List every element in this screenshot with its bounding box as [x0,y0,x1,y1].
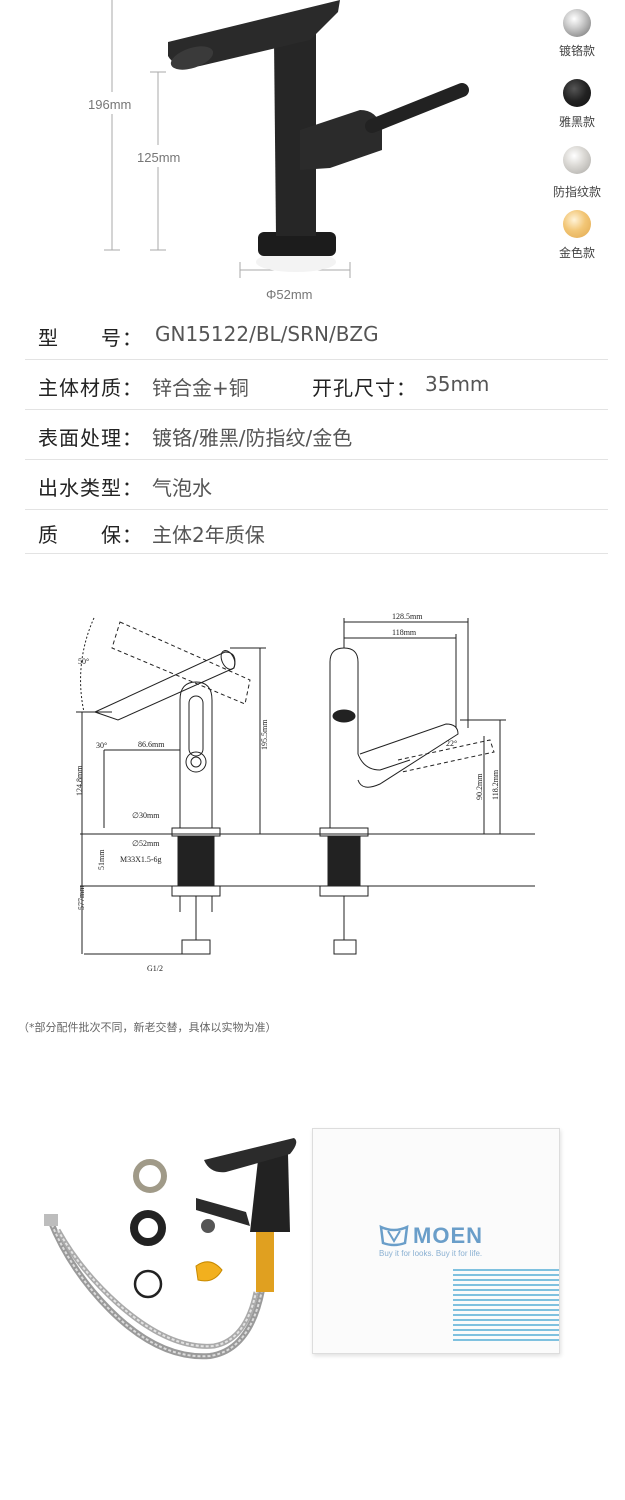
spec-material-label: 主体材质： [38,376,143,400]
dim-d-52: ∅52mm [132,839,160,848]
dim-d-30: ∅30mm [132,811,160,820]
technical-drawing: 50° 30° 86.6mm 195.5mm 124.8mm ∅30mm ∅52… [75,612,535,973]
dim-angle-30: 30° [96,741,107,750]
faucet-hero-illustration [103,0,469,278]
dim-thread: M33X1.5-6g [120,855,162,864]
swatch-chrome-label: 镀铬款 [558,44,595,58]
brand-name: MOEN [413,1223,483,1248]
base-diameter-label: Φ52mm [266,287,313,302]
spec-outlet-label: 出水类型： [38,476,143,500]
dim-len-86: 86.6mm [138,740,165,749]
swatch-antifingerprint-label: 防指纹款 [552,185,601,199]
swatch-gold-label: 金色款 [558,246,595,260]
moen-logo-icon [379,1224,409,1247]
spec-finish-value: 镀铬/雅黑/防指纹/金色 [152,426,353,450]
total-height-label: 196mm [88,97,132,112]
dim-h-195: 195.5mm [260,719,269,750]
spec-row-material: 主体材质： 锌合金+铜 开孔尺寸： 35mm [25,359,608,410]
swatch-black[interactable] [563,79,591,107]
brand-slogan: Buy it for looks. Buy it for life. [379,1249,483,1258]
swatch-chrome[interactable] [563,9,591,37]
box-stripes [453,1269,559,1341]
spec-finish-label: 表面处理： [38,426,143,450]
dim-w-118: 118mm [392,628,417,637]
spec-row-finish: 表面处理： 镀铬/雅黑/防指纹/金色 [25,409,608,460]
spec-warranty-label: 质 保： [38,523,143,547]
spec-hole-label: 开孔尺寸： [312,376,417,400]
swatch-gold[interactable] [563,210,591,238]
spec-row-outlet: 出水类型： 气泡水 [25,459,608,510]
spec-row-model: 型 号： GN15122/BL/SRN/BZG [25,309,608,360]
spec-warranty-value: 主体2年质保 [152,523,265,547]
spec-material-value: 锌合金+铜 [152,376,249,400]
dim-w-128: 128.5mm [392,612,423,621]
swatch-antifingerprint[interactable] [563,146,591,174]
dim-g12: G1/2 [147,964,163,973]
spec-model-label: 型 号： [38,326,143,350]
spec-outlet-value: 气泡水 [152,476,212,500]
dim-h-90: 90.2mm [475,773,484,800]
dim-h-118: 118.2mm [491,769,500,800]
product-hero: 196mm 125mm Φ52mm 镀铬款 雅黑款 防指纹款 金色款 [0,0,625,305]
dim-h-577: 577mm [77,885,86,910]
swatch-black-label: 雅黑款 [558,115,595,129]
package-contents-illustration [44,1138,297,1360]
spec-model-value: GN15122/BL/SRN/BZG [155,322,379,346]
footnote: （*部分配件批次不同，新老交替，具体以实物为准） [18,1021,277,1034]
spec-row-warranty: 质 保： 主体2年质保 [25,509,608,554]
dim-angle-50: 50° [78,657,89,666]
product-box: MOEN Buy it for looks. Buy it for life. [312,1128,560,1354]
dim-h-51: 51mm [97,849,106,870]
dim-angle-22: 22° [446,739,457,748]
spout-height-label: 125mm [137,150,181,165]
dim-h-124: 124.8mm [75,765,84,796]
spec-hole-value: 35mm [425,372,490,396]
